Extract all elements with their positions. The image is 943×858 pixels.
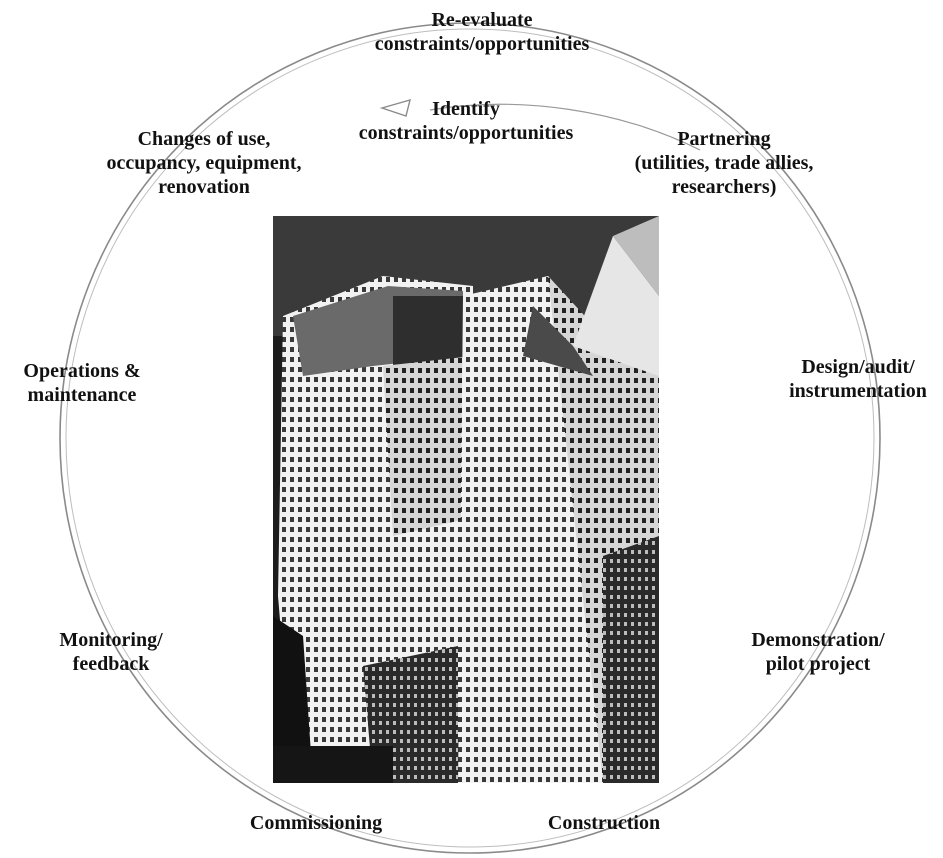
step-changes: Changes of use, occupancy, equipment, re… <box>106 128 302 198</box>
step-operations: Operations & maintenance <box>23 360 141 406</box>
step-identify: Identify constraints/opportunities <box>358 98 574 144</box>
step-design: Design/audit/ instrumentation <box>789 356 927 402</box>
inner-spiral <box>429 103 701 151</box>
step-partnering: Partnering (utilities, trade allies, res… <box>634 128 814 198</box>
step-monitoring: Monitoring/ feedback <box>59 629 163 675</box>
step-reevaluate: Re-evaluate constraints/opportunities <box>374 9 590 55</box>
step-commissioning: Commissioning <box>249 812 383 834</box>
step-construction: Construction <box>547 812 661 834</box>
spiral-arrow <box>379 98 411 117</box>
step-demonstration: Demonstration/ pilot project <box>751 629 885 675</box>
office-towers-photo <box>273 216 659 783</box>
